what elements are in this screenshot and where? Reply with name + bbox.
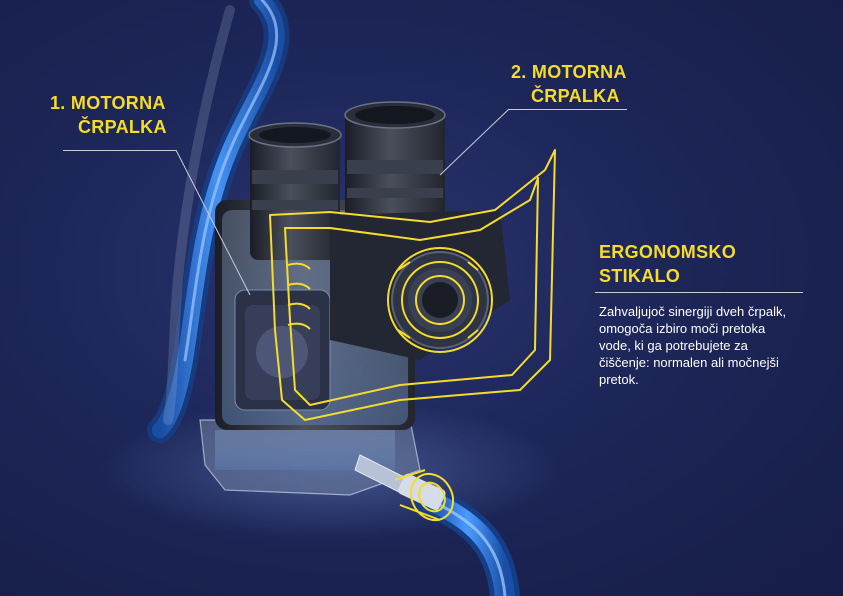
pump-1-cylinder bbox=[248, 122, 342, 260]
pump-base bbox=[199, 419, 421, 496]
callout-pump-2-line1: 2. MOTORNA bbox=[511, 62, 627, 82]
outlet-nozzle bbox=[354, 454, 446, 511]
callout-pump-1-line2: ČRPALKA bbox=[78, 117, 167, 137]
left-hose bbox=[147, 0, 290, 443]
callout-pump-2-title: 2. MOTORNA ČRPALKA bbox=[511, 60, 627, 108]
callout-pump-2-rule bbox=[509, 109, 627, 110]
callout-switch-title: ERGONOMSKO STIKALO bbox=[599, 240, 736, 288]
callout-switch-line1: ERGONOMSKO bbox=[599, 242, 737, 262]
switch-housing bbox=[330, 210, 510, 360]
callout-pump-1-title: 1. MOTORNA ČRPALKA bbox=[50, 91, 167, 139]
pump-2-cylinder bbox=[344, 101, 446, 220]
callout-pump-1-rule bbox=[63, 150, 176, 151]
leader-lines bbox=[175, 108, 510, 296]
callout-switch-description: Zahvaljujoč sinergiji dveh črpalk, omogo… bbox=[599, 304, 787, 387]
callout-pump-2-line2: ČRPALKA bbox=[531, 86, 620, 106]
callout-switch-line2: STIKALO bbox=[599, 266, 681, 286]
callout-pump-1-line1: 1. MOTORNA bbox=[50, 93, 166, 113]
callout-switch-rule bbox=[595, 292, 803, 293]
switch-highlight-outline bbox=[269, 149, 556, 522]
